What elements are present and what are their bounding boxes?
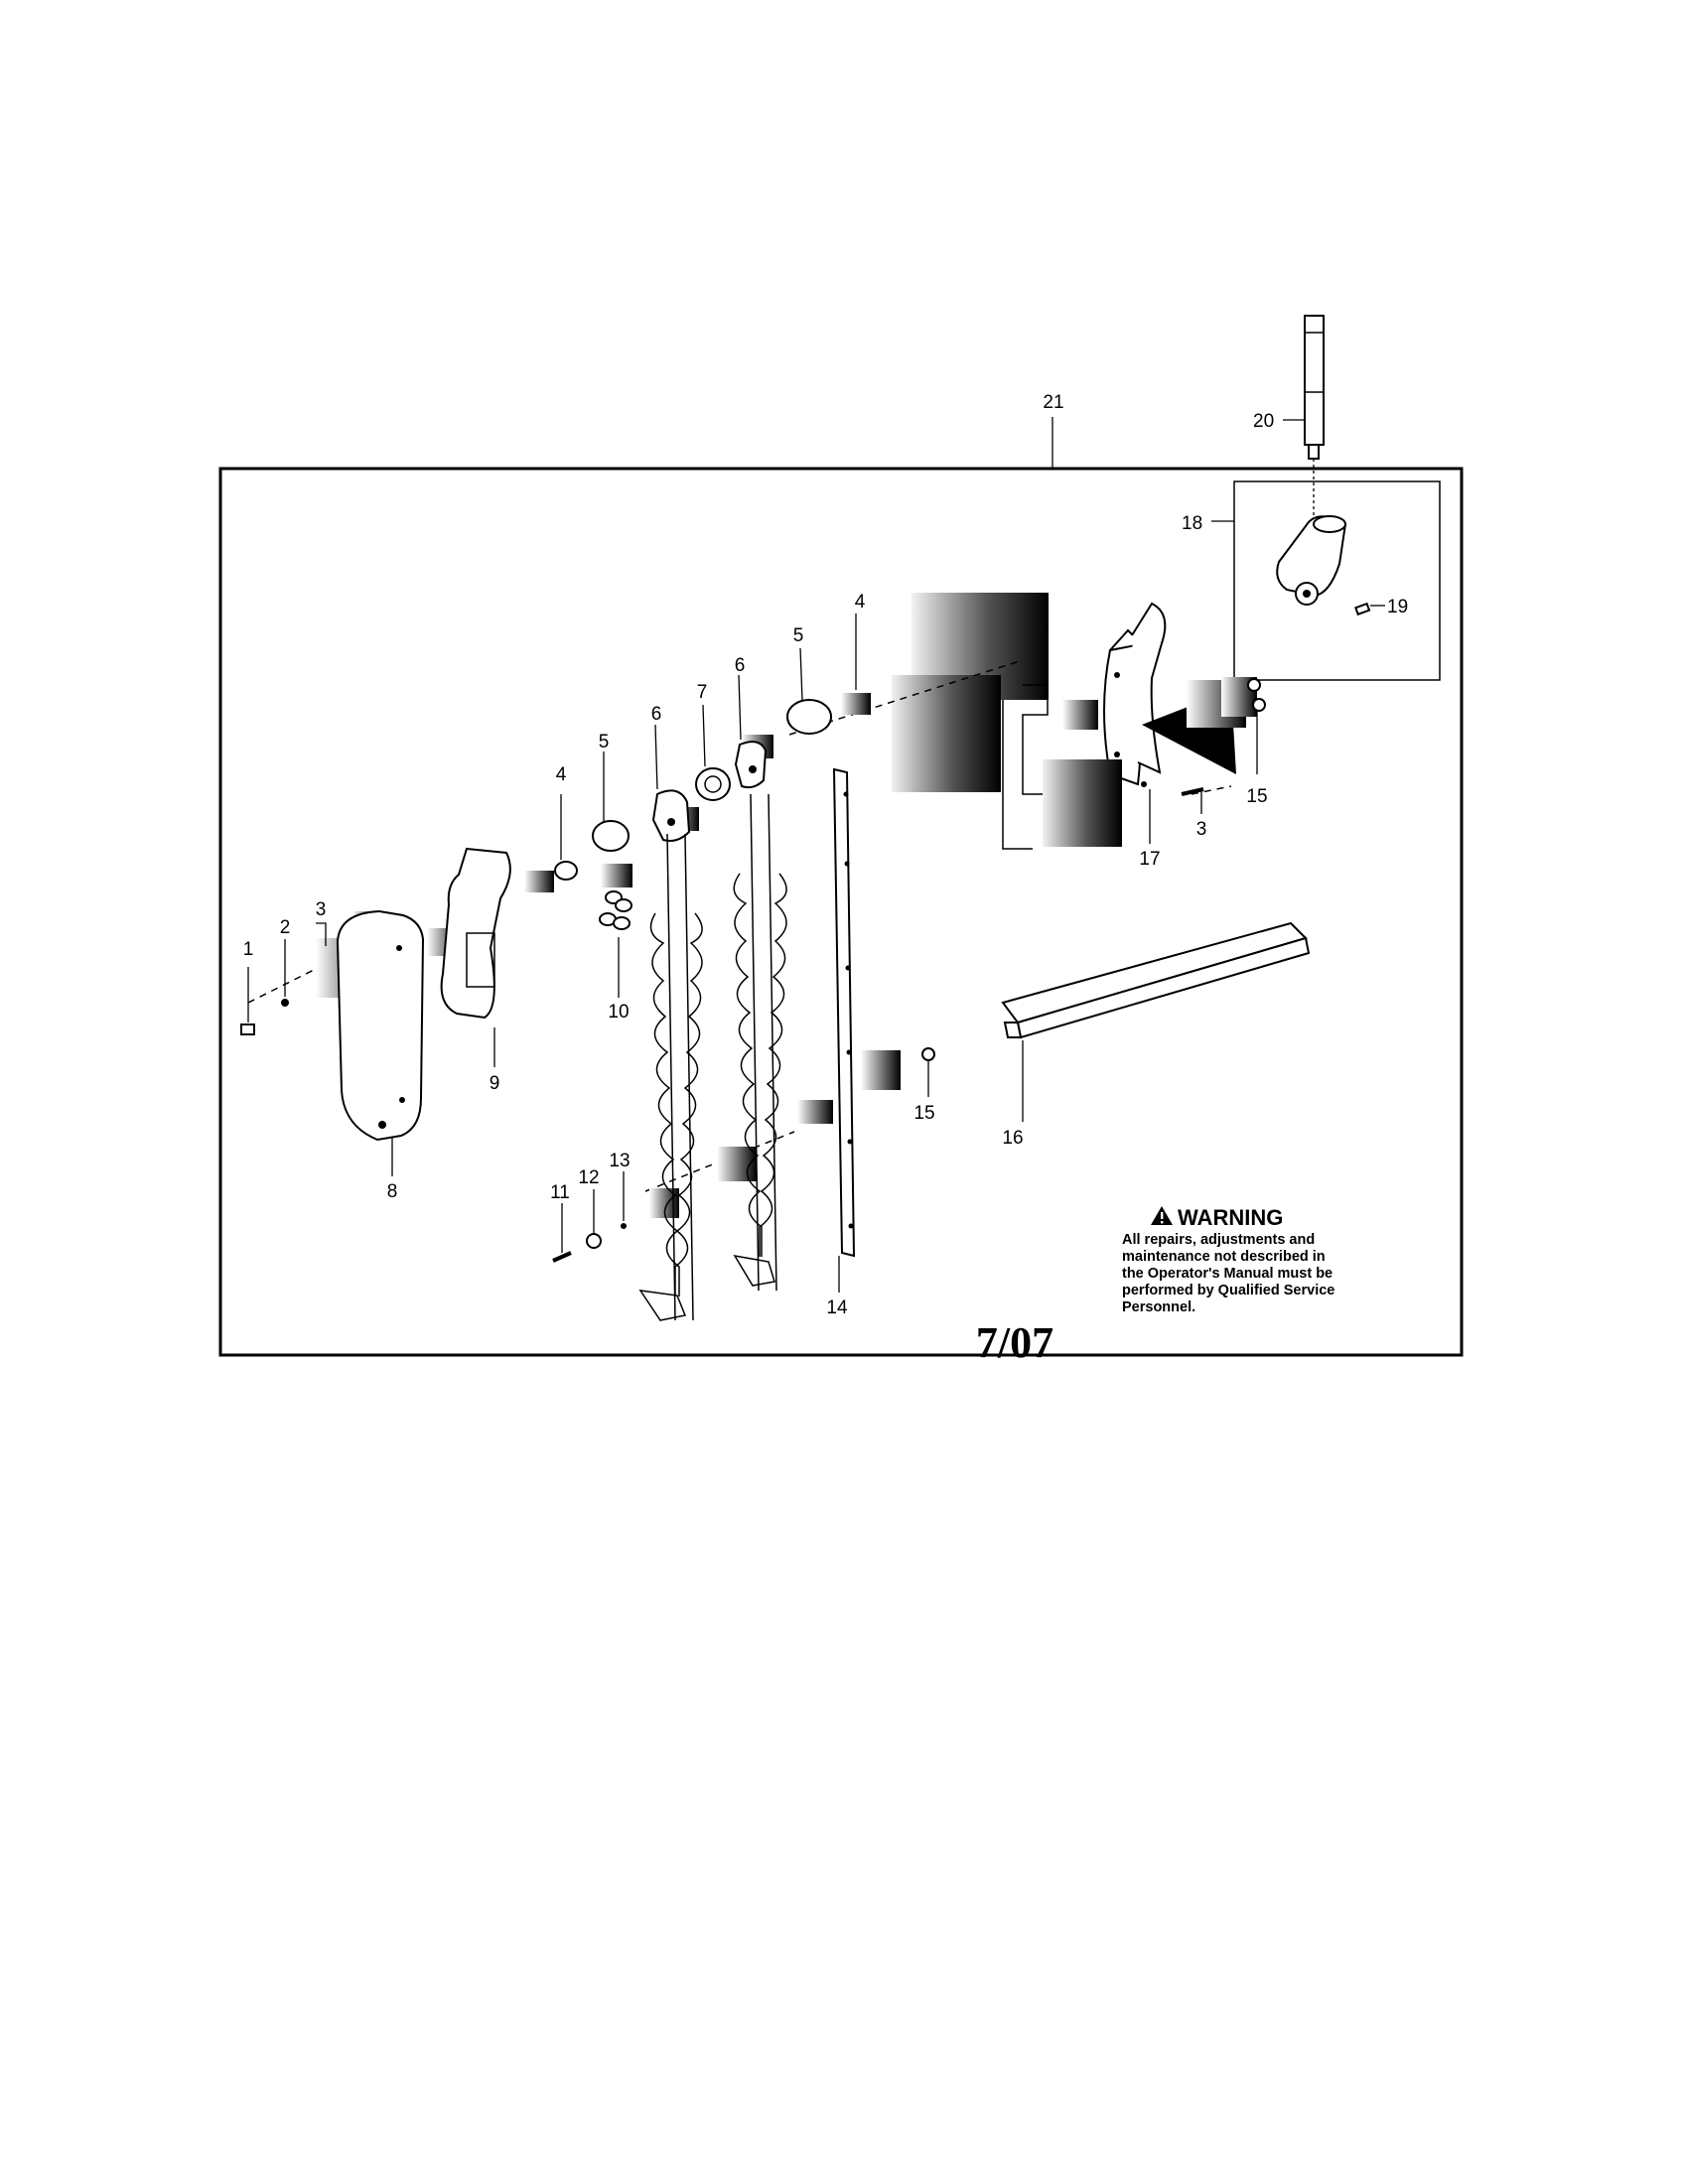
warning-text-line: All repairs, adjustments and bbox=[1122, 1232, 1315, 1248]
washer-part bbox=[621, 1171, 627, 1229]
callout-label: 3 bbox=[316, 899, 327, 920]
callout-label: 5 bbox=[599, 732, 610, 752]
thrust-washer-part bbox=[592, 751, 630, 852]
cutting-blade-part bbox=[733, 793, 787, 1292]
callout-label: 10 bbox=[608, 1002, 629, 1023]
callout-label: 9 bbox=[490, 1073, 500, 1094]
thrust-washer-part bbox=[786, 647, 832, 735]
callout-label: 16 bbox=[1002, 1128, 1023, 1149]
callout-label: 17 bbox=[1139, 849, 1160, 870]
shading-block bbox=[892, 675, 1001, 792]
callout-label: 20 bbox=[1253, 411, 1274, 432]
callout-label: 7 bbox=[697, 682, 708, 703]
gear-case-part bbox=[1103, 602, 1246, 844]
callout-label: 21 bbox=[1043, 392, 1063, 413]
nut-part bbox=[921, 1047, 935, 1097]
callout-label: 4 bbox=[855, 592, 866, 613]
callout-label: 2 bbox=[280, 917, 291, 938]
cutting-blade-part bbox=[638, 833, 703, 1321]
callout-label: 15 bbox=[913, 1103, 934, 1124]
warning-text-line: performed by Qualified Service bbox=[1122, 1283, 1334, 1298]
callout-label: 6 bbox=[651, 704, 662, 725]
washer-part bbox=[586, 1189, 602, 1249]
warning-text-line: Personnel. bbox=[1122, 1299, 1195, 1315]
cam-gear-part bbox=[695, 704, 731, 801]
warning-triangle-icon bbox=[1151, 1206, 1173, 1225]
blade-sheath-part bbox=[1001, 921, 1311, 1122]
blade-top-part bbox=[734, 674, 768, 789]
bolt-part bbox=[552, 1203, 572, 1263]
callout-label: 8 bbox=[387, 1181, 398, 1202]
blade-cover-part bbox=[336, 909, 425, 1176]
callout-label: 11 bbox=[550, 1182, 570, 1203]
gear-housing-inset bbox=[1233, 480, 1441, 681]
callout-label: 12 bbox=[578, 1167, 599, 1188]
warning-notice: WARNING All repairs, adjustments and mai… bbox=[1122, 1205, 1334, 1315]
shading-block bbox=[1043, 759, 1122, 847]
screw-part bbox=[240, 967, 255, 1035]
callout-label: 15 bbox=[1246, 786, 1267, 807]
callout-label: 3 bbox=[1196, 819, 1207, 840]
blade-top-part bbox=[651, 724, 691, 842]
callout-label: 4 bbox=[556, 764, 567, 785]
gasket-part bbox=[440, 847, 511, 1067]
guide-bar-part bbox=[832, 767, 856, 1293]
screw-part bbox=[1181, 787, 1204, 814]
callout-label: 14 bbox=[826, 1297, 848, 1318]
revision-date-stamp: 7/07 bbox=[976, 1318, 1053, 1367]
assembly-frame bbox=[218, 467, 1464, 1357]
gear-housing-part bbox=[1211, 515, 1385, 616]
nut-part bbox=[1247, 678, 1266, 774]
warning-title: WARNING bbox=[1178, 1205, 1283, 1230]
warning-text-line: the Operator's Manual must be bbox=[1122, 1266, 1333, 1282]
washer-part bbox=[281, 939, 289, 1007]
callout-label: 5 bbox=[793, 625, 804, 646]
callout-label: 19 bbox=[1387, 597, 1408, 617]
warning-text-line: maintenance not described in bbox=[1122, 1249, 1326, 1265]
pins-part bbox=[599, 890, 632, 998]
callout-label: 13 bbox=[609, 1151, 630, 1171]
callout-label: 6 bbox=[735, 655, 746, 676]
callout-label: 1 bbox=[243, 939, 254, 960]
callout-label: 18 bbox=[1182, 513, 1202, 534]
bushing-part bbox=[554, 794, 578, 881]
shaft-tube-part bbox=[1283, 315, 1325, 516]
